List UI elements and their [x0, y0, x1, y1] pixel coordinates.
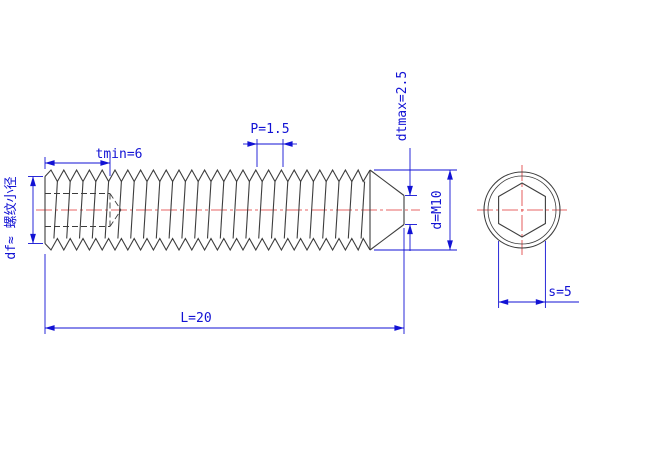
thread-flank-line	[155, 181, 161, 239]
screw-end-view	[483, 171, 561, 249]
hex-socket-outline	[498, 182, 546, 238]
thread-flank-line	[194, 181, 199, 239]
dim-label-df: df≈ 螺纹小径	[4, 176, 19, 259]
dim-label-dtmax: dtmax=2.5	[395, 71, 410, 141]
socket-cone-hidden-line-top	[109, 193, 122, 211]
chamfer-circle	[487, 175, 557, 245]
dim-overall-length: L=20	[44, 228, 405, 334]
thread-flank-line	[78, 181, 84, 239]
dim-minor-diameter: df≈ 螺纹小径	[4, 176, 43, 260]
dim-hex-width: s=5	[498, 241, 579, 308]
thread-flank-line	[206, 181, 212, 239]
centerlines	[36, 165, 567, 255]
dim-thread-pitch: P=1.5	[243, 122, 297, 167]
dim-socket-depth: tmin=6	[44, 147, 143, 176]
socket-cone-hidden-line-bottom	[109, 209, 122, 227]
thread-flank-line	[219, 181, 225, 239]
thread-flank-line	[232, 181, 238, 239]
cone-top-line	[369, 169, 405, 196]
thread-flank-line	[91, 181, 97, 239]
thread-flank-line	[322, 181, 327, 239]
dim-label-diameter: d=M10	[430, 190, 445, 229]
thread-flank-line	[181, 181, 186, 239]
thread-flank-line	[360, 181, 366, 239]
thread-flank-line	[104, 181, 110, 239]
thread-profile	[44, 237, 371, 252]
dim-label-s: s=5	[548, 285, 571, 300]
thread-flank-line	[142, 181, 148, 239]
thread-flank-line	[296, 181, 302, 239]
dim-label-tmin: tmin=6	[96, 147, 143, 162]
thread-flank-line	[245, 181, 250, 239]
thread-flank-line	[334, 181, 340, 239]
thread-flank-line	[53, 181, 58, 239]
thread-flank-line	[117, 181, 122, 239]
dim-thread-size: d=M10	[374, 169, 457, 251]
outer-diameter-circle	[483, 171, 561, 249]
thread-flank-line	[258, 181, 263, 239]
thread-flank-line	[130, 181, 135, 239]
thread-flank-line	[309, 181, 314, 239]
thread-flank-line	[168, 181, 174, 239]
thread-pattern	[44, 168, 371, 252]
thread-flank-line	[347, 181, 353, 239]
thread-flank-line	[66, 181, 71, 239]
dim-label-pitch: P=1.5	[250, 122, 289, 137]
thread-flank-line	[270, 181, 276, 239]
dim-point-diameter: dtmax=2.5	[395, 71, 417, 251]
thread-flank-line	[283, 181, 289, 239]
dim-label-length: L=20	[180, 311, 211, 326]
cone-bottom-line	[369, 224, 405, 251]
dimensions: tmin=6 P=1.5 dtmax=2.5	[4, 71, 579, 334]
screw-side-view	[44, 168, 405, 252]
thread-profile	[44, 168, 371, 183]
